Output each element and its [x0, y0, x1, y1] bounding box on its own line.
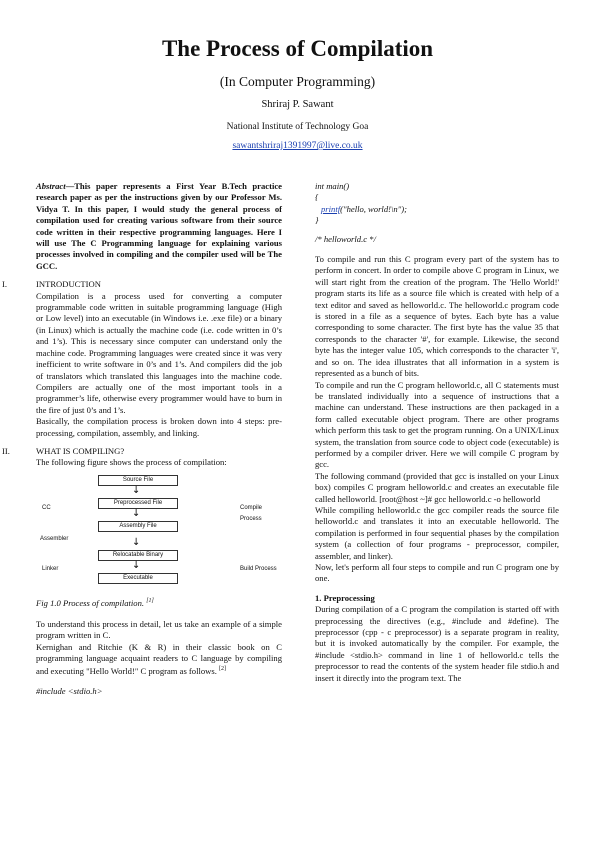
figure-label-compile-process: Compile Process: [240, 504, 263, 523]
institution: National Institute of Technology Goa: [226, 122, 369, 132]
subsection-heading: 1. Preprocessing: [315, 592, 375, 603]
figure-box-assembly-file: Assembly File: [98, 520, 178, 532]
code-line-rest: ("hello, world!\n");: [340, 203, 407, 214]
figure-label-assembler: Assembler: [40, 535, 69, 542]
section-heading: WHAT IS COMPILING?: [36, 445, 125, 456]
paragraph: To understand this process in detail, le…: [36, 618, 282, 641]
right-column: int main() { printf("hello, world!\n"); …: [315, 181, 559, 684]
code-include-line: #include <stdio.h>: [36, 685, 103, 696]
section-what-is-compiling: II. WHAT IS COMPILING? The following fig…: [2, 445, 282, 469]
code-line: }: [315, 215, 319, 226]
abstract-label: Abstract: [36, 181, 66, 191]
paper-subtitle: (In Computer Programming): [219, 74, 376, 89]
printf-link[interactable]: printf: [321, 203, 341, 214]
code-line: {: [315, 192, 319, 203]
figure-label-linker: Linker: [42, 565, 59, 572]
figure-label-build-process: Build Process: [240, 565, 277, 572]
figure-label-cc: CC: [42, 504, 51, 511]
paragraph: Basically, the compilation process is br…: [36, 416, 282, 438]
code-block: int main() { printf("hello, world!\n"); …: [315, 181, 559, 245]
paragraph: Compilation is a process used for conver…: [36, 290, 282, 415]
author-email-link[interactable]: sawantshriraj1391997@live.co.uk: [232, 141, 363, 151]
figure-caption-ref[interactable]: [1]: [146, 597, 154, 604]
code-line: printf("hello, world!\n");: [315, 204, 559, 215]
down-arrow-icon: ↓: [132, 484, 141, 496]
paragraph: To compile and run this C program every …: [315, 254, 559, 379]
paragraph-text: Kernighan and Ritchie (K & R) in their c…: [36, 641, 282, 677]
paragraph: The following command (provided that gcc…: [315, 470, 559, 504]
figure-caption: Fig 1.0 Process of compilation. [1]: [36, 596, 154, 609]
paragraph: To compile and run the C program hellowo…: [315, 379, 559, 470]
paragraph: Now, let's perform all four steps to com…: [315, 562, 559, 584]
down-arrow-icon: ↓: [132, 536, 141, 548]
author-name: Shriraj P. Sawant: [261, 99, 334, 110]
paragraph: While compiling helloworld.c the gcc com…: [315, 504, 559, 561]
paragraph: The following figure shows the process o…: [36, 457, 227, 468]
section-heading: INTRODUCTION: [36, 279, 101, 290]
left-column: Abstract—This paper represents a First Y…: [2, 181, 282, 697]
figure-box-preprocessed-file: Preprocessed File: [98, 497, 178, 509]
section-number: II.: [2, 445, 10, 456]
paragraph: During compilation of a C program the co…: [315, 604, 559, 683]
paragraph: Kernighan and Ritchie (K & R) in their c…: [36, 642, 282, 678]
abstract: Abstract—This paper represents a First Y…: [36, 181, 282, 272]
figure-box-executable: Executable: [98, 572, 178, 584]
abstract-text: —This paper represents a First Year B.Te…: [36, 181, 282, 271]
figure-caption-text: Fig 1.0 Process of compilation.: [36, 597, 145, 608]
down-arrow-icon: ↓: [132, 507, 141, 519]
down-arrow-icon: ↓: [132, 559, 141, 571]
compilation-figure: Source File ↓ Preprocessed File ↓ Assemb…: [36, 472, 282, 617]
section-number: I.: [2, 279, 8, 290]
figure-box-source-file: Source File: [98, 474, 178, 486]
code-line: int main(): [315, 181, 350, 191]
code-comment: /* helloworld.c */: [315, 233, 376, 244]
citation-ref[interactable]: [2]: [219, 666, 227, 673]
paper-title: The Process of Compilation: [161, 36, 434, 61]
figure-box-relocatable-binary: Relocatable Binary: [98, 549, 178, 561]
section-introduction: I. INTRODUCTION Compilation is a process…: [2, 279, 282, 439]
